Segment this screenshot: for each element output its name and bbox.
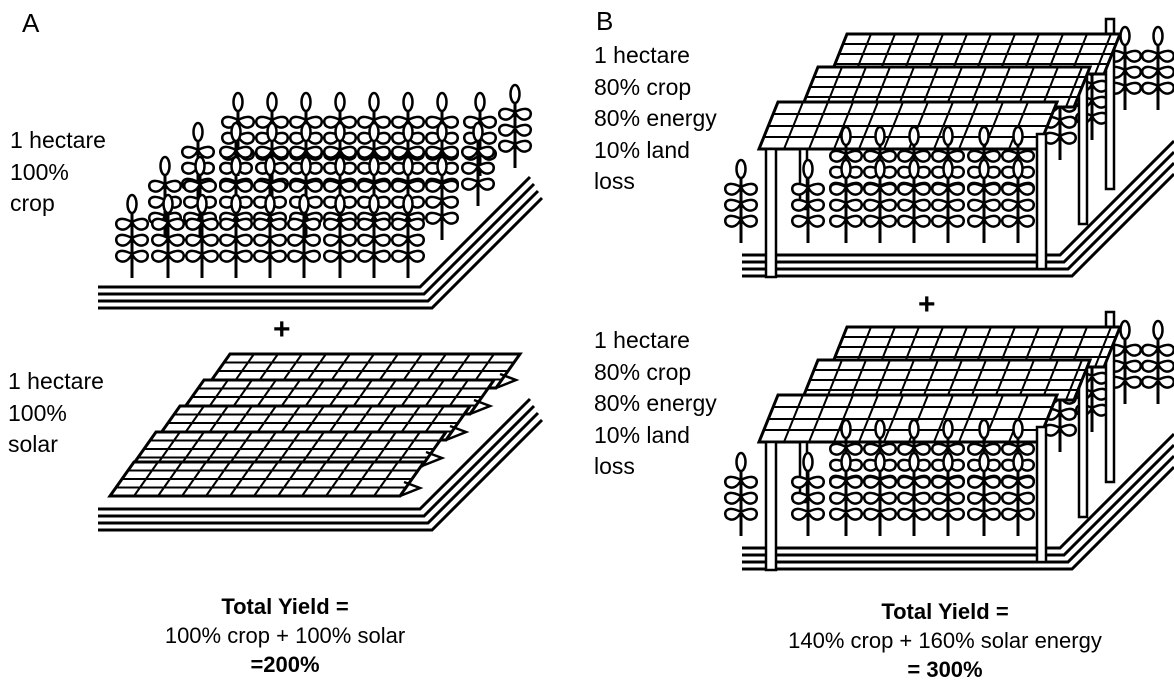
yield-title: Total Yield = bbox=[221, 594, 349, 619]
label-line: 10% land bbox=[594, 421, 690, 448]
panel-a-solar-label: 1 hectare 100% solar bbox=[8, 366, 104, 461]
yield-title: Total Yield = bbox=[881, 599, 1009, 624]
solar-field-a bbox=[98, 352, 544, 532]
label-line: 80% crop bbox=[594, 358, 692, 385]
yield-total: =200% bbox=[250, 652, 320, 677]
agrivoltaic-field-b-top bbox=[723, 17, 1174, 279]
label-line: crop bbox=[10, 190, 55, 216]
label-line: loss bbox=[594, 453, 635, 479]
label-line: 80% crop bbox=[594, 73, 692, 100]
panel-b-top-label: 1 hectare 80% crop 80% energy 10% land l… bbox=[594, 40, 717, 198]
yield-formula: 100% crop + 100% solar bbox=[164, 623, 406, 648]
panel-b-total-yield: Total Yield = 140% crop + 160% solar ene… bbox=[745, 597, 1145, 684]
panel-a-total-yield: Total Yield = 100% crop + 100% solar =20… bbox=[100, 592, 470, 679]
yield-total: = 300% bbox=[907, 657, 983, 682]
label-line: 80% energy bbox=[594, 105, 717, 131]
panel-a-crop-label: 1 hectare 100% crop bbox=[10, 125, 106, 220]
label-line: loss bbox=[594, 168, 635, 194]
yield-formula: 140% crop + 160% solar energy bbox=[788, 628, 1102, 653]
panel-b-bottom-label: 1 hectare 80% crop 80% energy 10% land l… bbox=[594, 325, 717, 483]
panel-a-letter: A bbox=[22, 8, 40, 38]
panel-b-plus: + bbox=[918, 288, 936, 321]
label-line: 1 hectare bbox=[594, 327, 690, 353]
label-line: 1 hectare bbox=[594, 42, 690, 68]
label-line: solar bbox=[8, 431, 58, 457]
label-line: 100% bbox=[10, 158, 69, 185]
label-line: 10% land bbox=[594, 136, 690, 163]
panel-b-letter: B bbox=[596, 6, 614, 36]
agrivoltaic-field-b-bottom bbox=[723, 310, 1174, 572]
label-line: 1 hectare bbox=[8, 368, 104, 394]
panel-a-plus: + bbox=[273, 313, 291, 346]
label-line: 100% bbox=[8, 399, 67, 426]
label-line: 80% energy bbox=[594, 390, 717, 416]
label-line: 1 hectare bbox=[10, 127, 106, 153]
crop-field-a bbox=[98, 83, 544, 310]
